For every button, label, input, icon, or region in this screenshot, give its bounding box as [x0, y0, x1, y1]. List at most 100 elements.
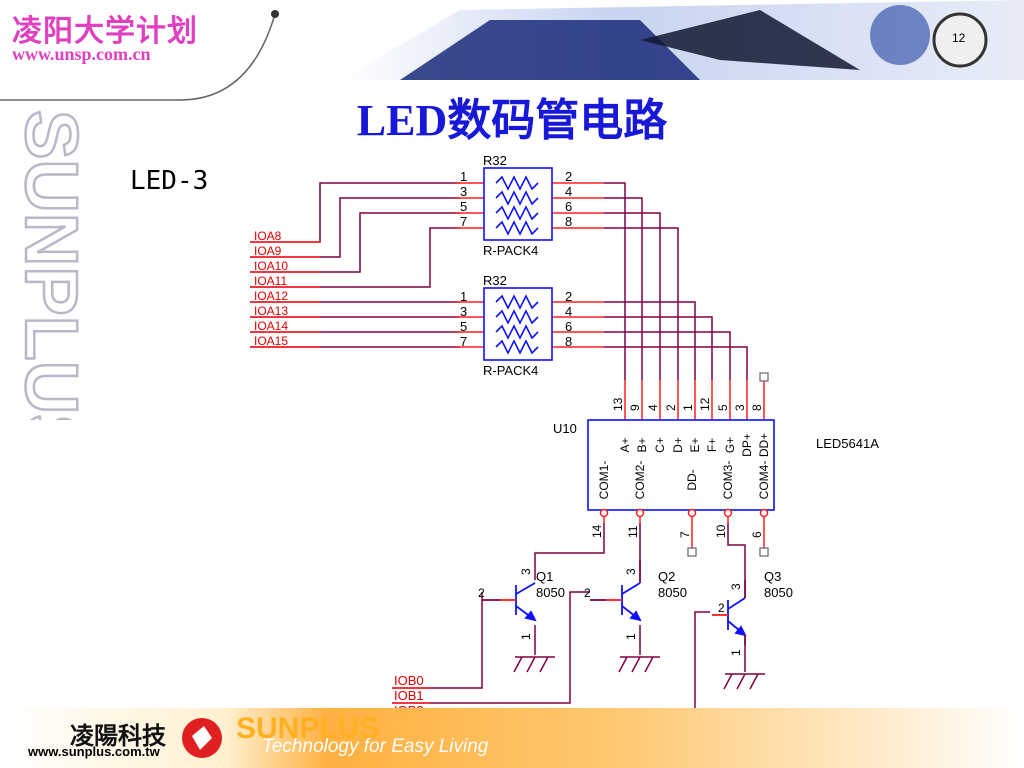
resistor-type: R-PACK4: [483, 363, 538, 378]
display-pin-number: 8: [750, 404, 764, 411]
transistor-pin-number: 3: [624, 568, 638, 575]
display-pin-number: 3: [733, 404, 747, 411]
resistor-pin-number: 1: [460, 169, 467, 184]
display-part: LED5641A: [816, 436, 879, 451]
resistor-pin-number: 3: [460, 184, 467, 199]
display-pin-name: DD+: [757, 433, 771, 457]
footer-url: www.sunplus.com.tw: [28, 744, 160, 759]
resistor-pin-number: 7: [460, 334, 467, 349]
ioa-label: IOA14: [254, 319, 288, 333]
display-pin-number: 9: [628, 404, 642, 411]
brand-url: www.unsp.com.cn: [12, 44, 151, 64]
transistor-q3: [712, 580, 747, 645]
ioa-label: IOA15: [254, 334, 288, 348]
ground-symbols: [513, 656, 765, 690]
resistor-pack-2: [483, 287, 553, 361]
display-pin-number: 1: [681, 404, 695, 411]
display-pin-name: G+: [723, 437, 737, 453]
schematic-wires: [250, 182, 765, 719]
display-pin-name: COM4-: [757, 461, 771, 500]
iob-label: IOB1: [394, 688, 424, 703]
ioa-label: IOA8: [254, 229, 282, 243]
resistor-pin-number: 2: [565, 289, 572, 304]
transistor-pin-number: 1: [519, 633, 533, 640]
footer-band: [0, 708, 1024, 768]
resistor-pin-number: 4: [565, 304, 572, 319]
display-ref: U10: [553, 421, 577, 436]
resistor-type: R-PACK4: [483, 243, 538, 258]
side-brand-watermark: SUNPLUS: [9, 109, 95, 420]
transistor-pin-number: 1: [729, 649, 743, 656]
transistor-pin-number: 1: [624, 633, 638, 640]
resistor-pin-number: 5: [460, 319, 467, 334]
ioa-label: IOA12: [254, 289, 288, 303]
display-pin-number: 2: [664, 404, 678, 411]
header-banner-graphic: 12: [340, 0, 1024, 80]
resistor-pack-1: [483, 167, 553, 241]
resistor-pin-number: 3: [460, 304, 467, 319]
brand-chinese: 凌阳大学计划: [12, 14, 198, 49]
resistor-pin-number: 4: [565, 184, 572, 199]
display-pin-number: 6: [750, 531, 764, 538]
transistor-pin-number: 3: [729, 583, 743, 590]
footer-company-cn: 凌陽科技: [70, 722, 166, 750]
display-pin-name: E+: [688, 437, 702, 452]
resistor-pin-number: 2: [565, 169, 572, 184]
display-pin-number: 4: [646, 404, 660, 411]
led-display-body: [587, 419, 775, 511]
transistor-part: 8050: [536, 585, 565, 600]
iob-label: IOB0: [394, 673, 424, 688]
resistor-pin-number: 6: [565, 319, 572, 334]
display-pin-number: 10: [714, 524, 728, 538]
display-pin-number: 13: [611, 397, 625, 411]
slide-subtitle: LED-3: [130, 166, 209, 196]
display-pin-name: B+: [635, 437, 649, 452]
display-pin-name: A+: [618, 437, 632, 452]
resistor-ref: R32: [483, 153, 507, 168]
ioa-label: IOA11: [254, 274, 287, 288]
display-pin-endpoints: [599, 508, 769, 518]
display-pin-name: COM2-: [633, 461, 647, 500]
transistor-ref: Q1: [536, 569, 553, 584]
transistor-q2: [590, 560, 642, 622]
transistor-part: 8050: [764, 585, 793, 600]
transistor-part: 8050: [658, 585, 687, 600]
resistor-pin-number: 8: [565, 334, 572, 349]
transistor-pin-number: 2: [584, 586, 591, 600]
footer-brand: SUNPLUS: [236, 712, 380, 745]
display-pin-number: 5: [716, 404, 730, 411]
display-pin-name: COM3-: [721, 461, 735, 500]
no-connect-markers: [687, 372, 769, 557]
transistor-pin-number: 2: [478, 586, 485, 600]
display-pin-name: C+: [653, 437, 667, 453]
display-pin-number: 14: [590, 524, 604, 538]
transistor-pin-number: 2: [718, 601, 725, 615]
display-pin-number: 7: [678, 531, 692, 538]
display-pin-number: 12: [698, 397, 712, 411]
resistor-pin-number: 7: [460, 214, 467, 229]
display-pin-name: DP+: [740, 433, 754, 457]
schematic-pins: [250, 182, 765, 719]
svg-text:12: 12: [952, 31, 966, 45]
footer-slogan: Technology for Easy Living: [262, 736, 489, 757]
resistor-pin-number: 1: [460, 289, 467, 304]
ioa-label: IOA9: [254, 244, 282, 258]
ioa-label: IOA10: [254, 259, 288, 273]
display-pin-name: DD-: [685, 469, 699, 490]
side-brand-text: SUNPLUS: [10, 110, 93, 420]
header-divider-line: [0, 10, 279, 101]
display-pin-name: COM1-: [597, 461, 611, 500]
transistor-pin-number: 3: [519, 568, 533, 575]
display-pin-name: F+: [705, 438, 719, 452]
slide-title: LED数码管电路: [356, 96, 668, 145]
resistor-pin-number: 8: [565, 214, 572, 229]
resistor-pin-number: 6: [565, 199, 572, 214]
ioa-label: IOA13: [254, 304, 288, 318]
transistor-q1: [482, 582, 537, 622]
resistor-pin-number: 5: [460, 199, 467, 214]
transistor-ref: Q3: [764, 569, 781, 584]
display-pin-name: D+: [671, 437, 685, 453]
transistor-ref: Q2: [658, 569, 675, 584]
resistor-ref: R32: [483, 273, 507, 288]
